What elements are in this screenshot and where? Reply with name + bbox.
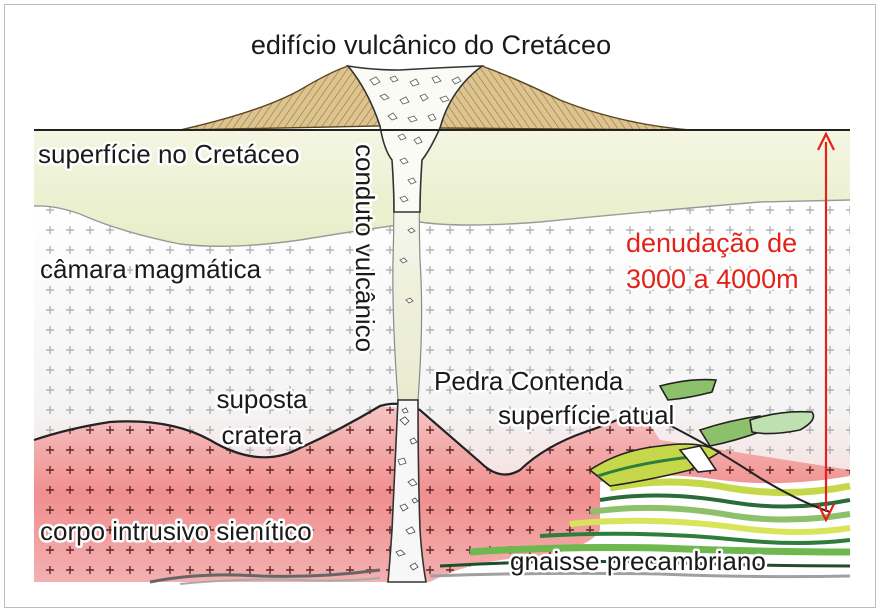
crater-label-line1: suposta	[216, 384, 308, 414]
intrusive-body-label: corpo intrusivo sienítico	[40, 516, 312, 546]
denudation-label-line2: 3000 a 4000m	[626, 264, 799, 294]
current-surface-label: superfície atual	[498, 400, 674, 430]
pedra-contenda-label: Pedra Contenda	[434, 366, 624, 396]
denudation-arrow	[817, 131, 835, 523]
gneiss-label: gnaisse precambriano	[510, 546, 766, 576]
crater-fragments	[369, 75, 462, 304]
denudation-label-line1: denudação de	[626, 228, 797, 258]
magma-chamber-label: câmara magmática	[40, 254, 262, 284]
band-base-line	[33, 199, 851, 247]
conduit-label: conduto vulcânico	[350, 144, 380, 352]
edifice-label: edifício vulcânico do Cretáceo	[251, 30, 611, 60]
current-surface-line	[33, 402, 641, 476]
conduit-lower	[387, 399, 427, 583]
cone-left-flank	[179, 65, 381, 131]
cretaceous-surface-band	[34, 130, 850, 247]
gneiss-layers	[149, 475, 851, 585]
crater-label-line2: cratera	[222, 420, 303, 450]
surface-cretaceous-label: superfície no Cretáceo	[38, 139, 300, 169]
pedra-contenda-blocks	[588, 378, 831, 513]
breccia-fragments	[395, 407, 419, 571]
cone-right-flank	[439, 65, 691, 131]
